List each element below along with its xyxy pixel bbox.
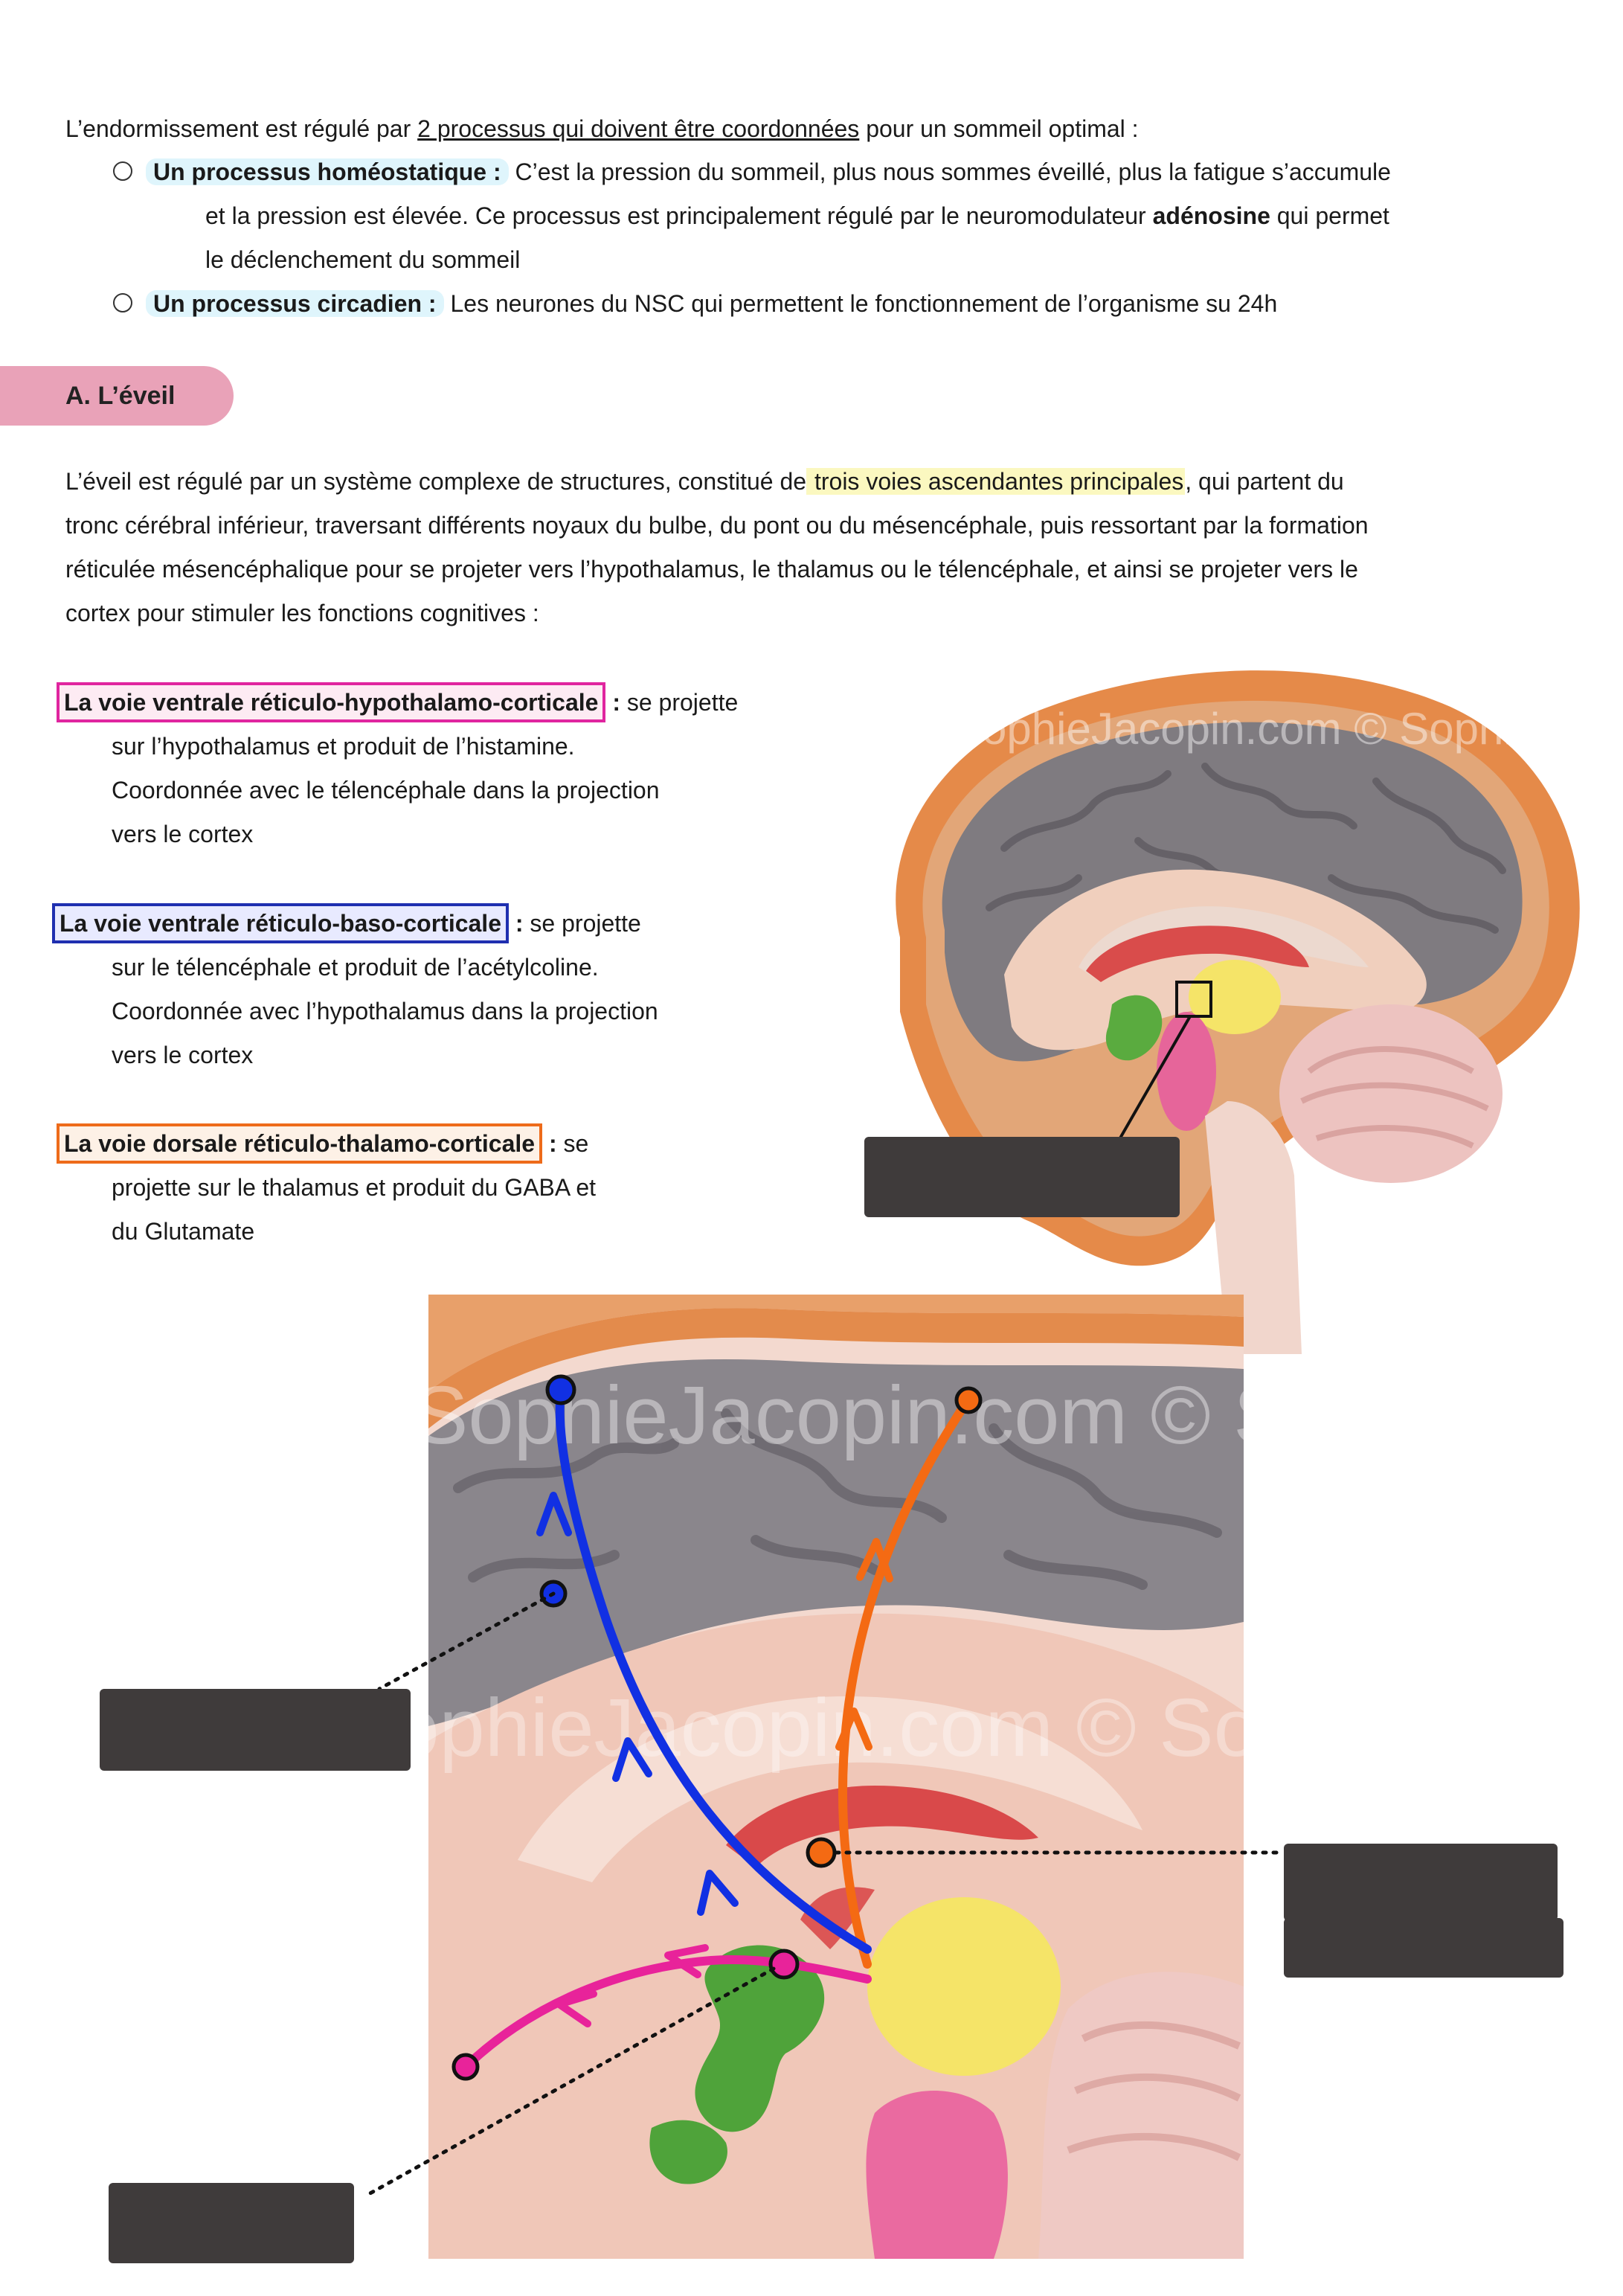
eveil-text-1a: L’éveil est régulé par un système comple… [65, 468, 807, 495]
pathway-colon: : [605, 689, 620, 716]
pathway-pink-node [768, 1949, 800, 1980]
section-heading: A. L’éveil [0, 366, 234, 426]
pathway-thalamo-label: La voie dorsale réticulo-thalamo-cortica… [57, 1123, 543, 1164]
homeo-line-3: le déclenchement du sommeil [205, 246, 521, 273]
intro-line: L’endormissement est régulé par 2 proces… [65, 107, 1139, 151]
eveil-line-2: tronc cérébral inférieur, traversant dif… [65, 512, 1369, 539]
corpus-callosum [518, 1696, 1142, 1882]
pathway-pink-line [460, 1955, 872, 2073]
pathway-2-head: La voie ventrale réticulo-baso-corticale… [52, 902, 641, 946]
pathway-pink-terminal [451, 2053, 480, 2081]
pathway-orange-line [838, 1394, 976, 1969]
hidden-label [109, 2183, 354, 2263]
cerebellum [1038, 1972, 1244, 2259]
intro-underlined: 2 processus qui doivent être coordonnées [417, 115, 860, 142]
pathway-colon: : [542, 1130, 557, 1157]
white-matter [1004, 869, 1427, 1051]
pathway-1-head: La voie ventrale réticulo-hypothalamo-co… [57, 681, 738, 725]
homeo-text-1: C’est la pression du sommeil, plus nous … [508, 158, 1391, 185]
arrow-left-icon [664, 1944, 709, 1978]
hidden-label [864, 1137, 1180, 1217]
eveil-line-4: cortex pour stimuler les fonctions cogni… [65, 600, 539, 626]
hidden-label [100, 1689, 411, 1771]
leader-dotted [377, 1591, 556, 1691]
fornix-structure [726, 1786, 1038, 1867]
spinal-cord [1205, 1101, 1302, 1354]
pons [866, 2091, 1008, 2259]
circ-title: Un processus circadien : [146, 290, 444, 317]
watermark-text: SophieJacopin.com © SophieJacopin.com [952, 704, 1607, 754]
eveil-line-1: L’éveil est régulé par un système comple… [65, 460, 1344, 504]
cortex-band [428, 1308, 1244, 1428]
pathway-colon: : [508, 910, 524, 937]
pathway-2-line: vers le cortex [112, 1042, 254, 1068]
arrow-up-icon [697, 1870, 739, 1916]
homeo-title: Un processus homéostatique : [146, 158, 509, 185]
pathway-1-line: Coordonnée avec le télencéphale dans la … [112, 777, 660, 804]
pathway-rest: se projette [620, 689, 739, 716]
arrow-left-icon [556, 1990, 597, 2027]
hidden-label [1284, 1918, 1563, 1978]
eveil-text-1b: , qui partent du [1185, 468, 1344, 495]
homeo-text-2a: et la pression est élevée. Ce processus … [205, 202, 1153, 229]
pathway-2-line: Coordonnée avec l’hypothalamus dans la p… [112, 998, 658, 1024]
homeo-line-1: Un processus homéostatique : C’est la pr… [146, 150, 1391, 194]
leader-line [1114, 1016, 1192, 1147]
intro-text: L’endormissement est régulé par [65, 115, 418, 142]
section-title: A. L’éveil [65, 382, 176, 410]
thalamus [867, 1897, 1061, 2076]
pathway-1-line: sur l’hypothalamus et produit de l’hista… [112, 733, 575, 760]
homeo-text-2b: qui permet [1270, 202, 1389, 229]
homeo-line-2: et la pression est élevée. Ce processus … [205, 194, 1389, 238]
pathway-rest: se [556, 1130, 589, 1157]
pathway-3-line: du Glutamate [112, 1218, 255, 1245]
arrow-up-icon [835, 1707, 872, 1751]
watermark-text: SophieJacopin.com © SophieJacopin.com [428, 1682, 1244, 1774]
pathway-3-line: projette sur le thalamus et produit du G… [112, 1174, 597, 1201]
pathway-baso-label: La voie ventrale réticulo-baso-corticale [52, 903, 509, 943]
pathway-blue-line [555, 1387, 872, 1954]
circ-text: Les neurones du NSC qui permettent le fo… [443, 290, 1278, 317]
homeo-bold: adénosine [1152, 202, 1270, 229]
pathway-3-head: La voie dorsale réticulo-thalamo-cortica… [57, 1122, 588, 1166]
intro-text-end: pour un sommeil optimal : [859, 115, 1139, 142]
leader-dotted [365, 1966, 776, 2197]
arrow-up-icon [856, 1538, 893, 1582]
pathway-2-line: sur le télencéphale et produit de l’acét… [112, 954, 599, 981]
pathway-hypothalamo-label: La voie ventrale réticulo-hypothalamo-co… [57, 682, 606, 722]
eveil-line-3: réticulée mésencéphalique pour se projet… [65, 556, 1358, 583]
pathway-rest: se projette [523, 910, 641, 937]
bullet-circle-icon [113, 161, 132, 181]
pathway-orange-terminal [954, 1386, 983, 1414]
circ-line: Un processus circadien : Les neurones du… [146, 282, 1277, 326]
brain-sagittal-illustration: SophieJacopin.com © SophieJacopin.com [896, 670, 1607, 1354]
arrow-up-icon [536, 1492, 572, 1536]
arrow-up-icon [612, 1737, 652, 1782]
pathway-blue-terminal [545, 1374, 576, 1405]
fornix-structure [1086, 926, 1309, 982]
hypothalamus [1105, 995, 1163, 1061]
eveil-highlight: trois voies ascendantes principales [806, 468, 1186, 495]
brain-zoom-illustration: SophieJacopin.com © SophieJacopin.com So… [428, 1295, 1244, 2259]
pathway-1-line: vers le cortex [112, 821, 254, 847]
hypothalamus [695, 1945, 825, 2132]
hidden-label [1284, 1844, 1558, 1921]
bullet-circle-icon [113, 293, 132, 312]
pons [1157, 1012, 1216, 1131]
zoom-region-marker [1175, 981, 1212, 1018]
